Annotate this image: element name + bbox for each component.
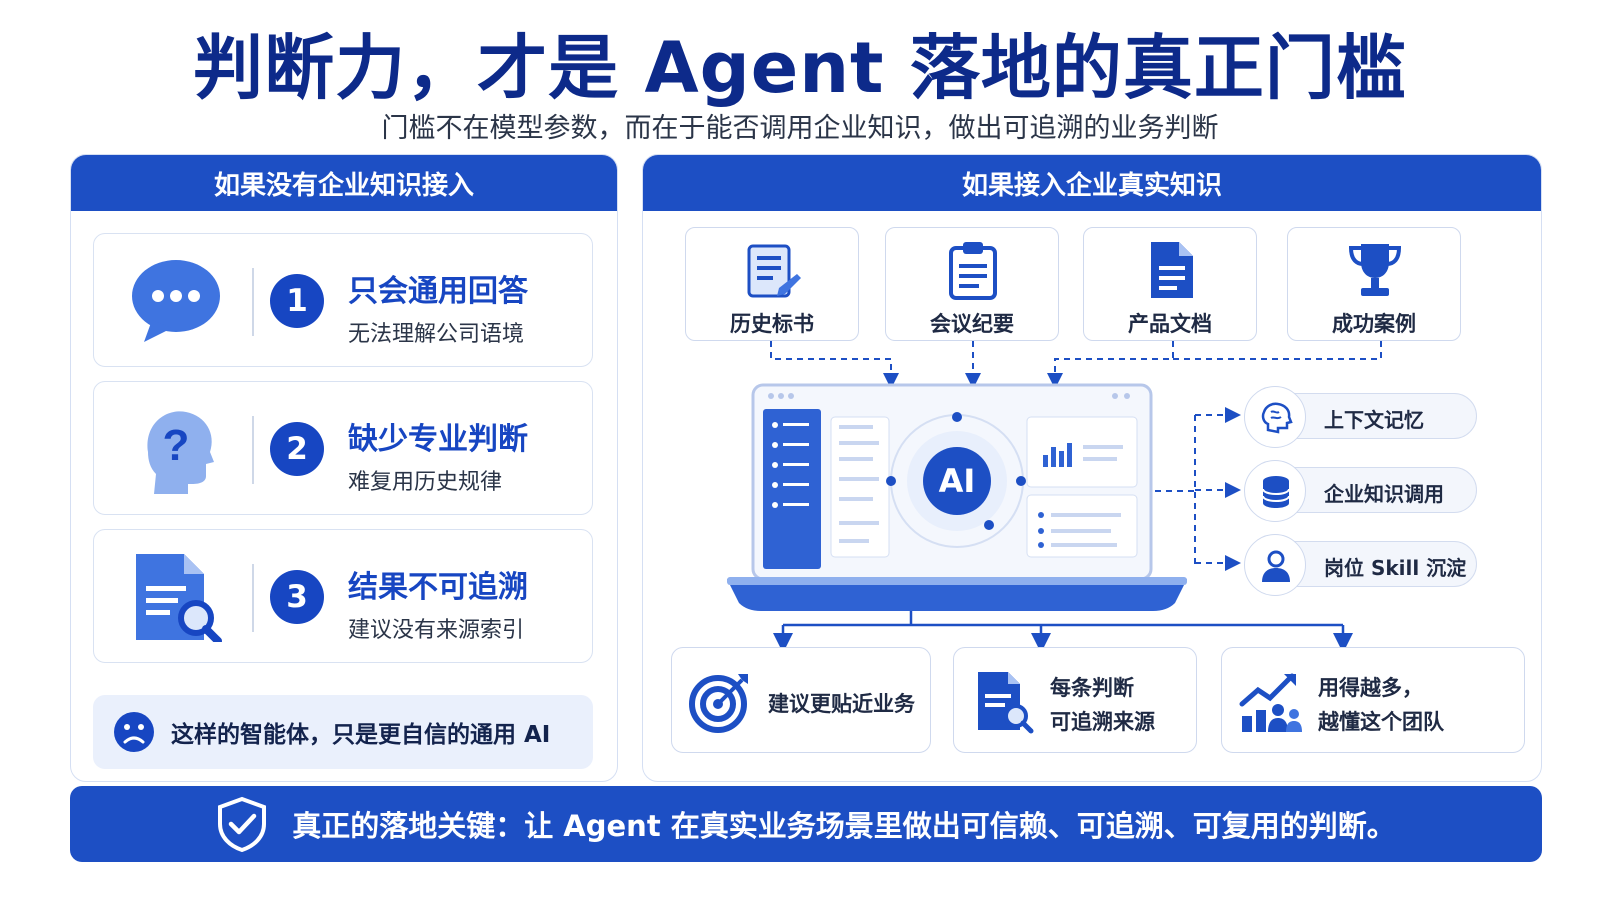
outcome-business-fit: 建议更贴近业务	[671, 647, 931, 753]
bottom-banner: 真正的落地关键：让 Agent 在真实业务场景里做出可信赖、可追溯、可复用的判断…	[70, 786, 1542, 862]
head-question-icon: ?	[147, 411, 214, 494]
panel-with-knowledge: 如果接入企业真实知识	[642, 154, 1542, 782]
source-label: 产品文档	[1128, 312, 1212, 336]
source-product-docs: 产品文档	[1083, 227, 1257, 341]
panel-without-knowledge: 如果没有企业知识接入 1 只会通用回答 无法理解公司语境 ? 2 缺少专业判断 …	[70, 154, 618, 782]
problem-desc: 建议没有来源索引	[348, 618, 525, 643]
outcome-label-line-1: 每条判断	[1050, 676, 1134, 700]
source-bid-documents: 历史标书	[685, 227, 859, 341]
problem-title: 缺少专业判断	[348, 422, 528, 457]
card-divider	[252, 268, 254, 336]
document-search-icon	[136, 554, 222, 642]
step-number: 1	[270, 274, 324, 328]
card-divider	[252, 564, 254, 632]
feature-knowledge-call: 企业知识调用	[1244, 460, 1477, 522]
feature-context-memory: 上下文记忆	[1244, 386, 1477, 448]
problem-title: 结果不可追溯	[348, 570, 528, 605]
warning-note-text: 这样的智能体，只是更自信的通用 AI	[171, 722, 551, 748]
problem-title: 只会通用回答	[348, 274, 528, 309]
shield-check-icon	[218, 796, 267, 852]
problem-card-1: 1 只会通用回答 无法理解公司语境	[93, 233, 593, 367]
panel-right-header: 如果接入企业真实知识	[643, 155, 1541, 211]
outcome-team-understanding: 用得越多， 越懂这个团队	[1221, 647, 1525, 753]
outcome-traceable: 每条判断 可追溯来源	[953, 647, 1197, 753]
document-search-icon	[978, 672, 1034, 734]
outcome-label-line-1: 用得越多，	[1318, 676, 1423, 700]
file-icon	[1151, 242, 1193, 298]
source-label: 成功案例	[1332, 312, 1416, 336]
step-number: 2	[270, 422, 324, 476]
problem-desc: 难复用历史规律	[348, 470, 503, 495]
target-icon	[689, 674, 748, 733]
card-divider	[252, 416, 254, 484]
ai-core-label: AI	[938, 462, 976, 500]
problem-card-2: ? 2 缺少专业判断 难复用历史规律	[93, 381, 593, 515]
source-label: 会议纪要	[930, 312, 1014, 336]
brain-icon	[1261, 402, 1293, 434]
problem-card-3: 3 结果不可追溯 建议没有来源索引	[93, 529, 593, 663]
trophy-icon	[1348, 244, 1402, 296]
database-icon	[1262, 476, 1290, 508]
outcome-label-line-2: 可追溯来源	[1050, 710, 1155, 734]
user-icon	[1262, 550, 1290, 582]
feature-label: 上下文记忆	[1324, 408, 1424, 432]
flow-connectors	[770, 341, 1382, 653]
chat-bubble-icon	[132, 260, 220, 342]
page-subtitle: 门槛不在模型参数，而在于能否调用企业知识，做出可追溯的业务判断	[381, 113, 1219, 144]
outcome-label: 建议更贴近业务	[768, 692, 915, 716]
feature-skill-accumulation: 岗位 Skill 沉淀	[1244, 534, 1477, 596]
source-label: 历史标书	[730, 312, 814, 336]
clipboard-icon	[949, 242, 997, 300]
panel-left-header: 如果没有企业知识接入	[71, 155, 617, 211]
feature-label: 岗位 Skill 沉淀	[1324, 556, 1467, 580]
growth-chart-icon	[1239, 673, 1302, 732]
warning-note: 这样的智能体，只是更自信的通用 AI	[93, 695, 593, 769]
page-title: 判断力，才是 Agent 落地的真正门槛	[193, 27, 1407, 109]
outcome-label-line-2: 越懂这个团队	[1318, 710, 1444, 734]
step-number: 3	[270, 570, 324, 624]
svg-text:?: ?	[163, 421, 190, 470]
feature-label: 企业知识调用	[1324, 482, 1444, 506]
source-meeting-notes: 会议纪要	[885, 227, 1059, 341]
bid-document-icon	[747, 244, 801, 298]
ai-laptop-illustration	[727, 383, 1187, 611]
bottom-banner-text: 真正的落地关键：让 Agent 在真实业务场景里做出可信赖、可追溯、可复用的判断…	[292, 809, 1396, 843]
sad-face-icon	[114, 712, 154, 752]
source-success-cases: 成功案例	[1287, 227, 1461, 341]
problem-desc: 无法理解公司语境	[348, 322, 525, 347]
